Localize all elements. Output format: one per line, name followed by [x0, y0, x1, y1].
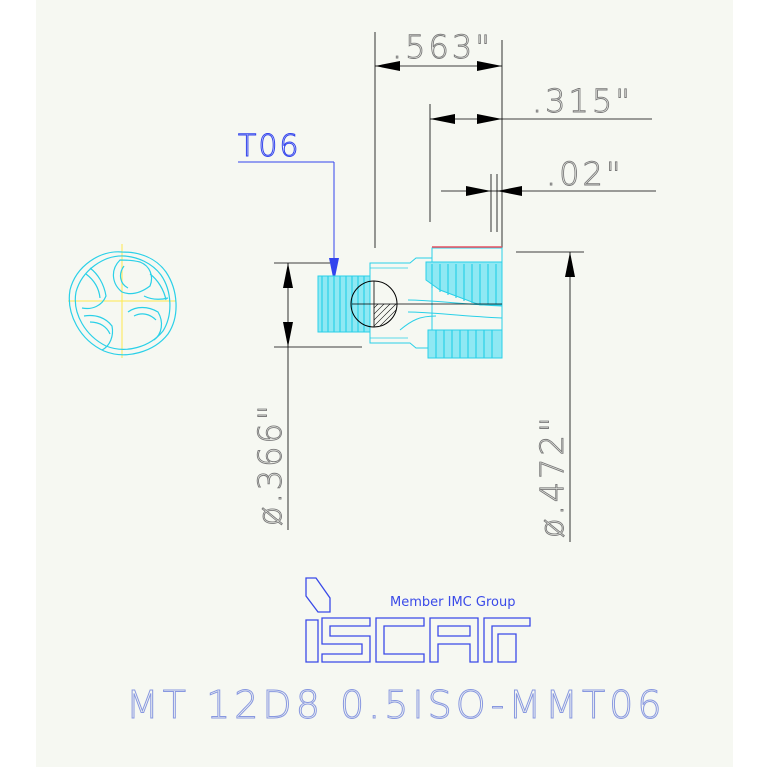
logo-letter-i-top: [305, 577, 331, 613]
logo-letter-a: [429, 617, 479, 663]
tool-end-view: [68, 244, 177, 358]
logo-letter-s: [321, 617, 371, 663]
tool-side-view: [317, 246, 503, 359]
dimension-label-overall: .563": [392, 28, 493, 66]
iscar-logo: Member IMC Group: [305, 577, 531, 663]
thread-callout: T06: [238, 129, 339, 282]
logo-tagline: Member IMC Group: [390, 595, 515, 610]
dimension-overall-length: .563": [374, 28, 503, 248]
logo-letter-r: [483, 617, 531, 663]
logo-letter-c: [375, 617, 425, 663]
dimension-land-width: .02": [441, 155, 656, 232]
dimension-label-shank: ø.366": [251, 402, 289, 526]
dimension-label-land: .02": [546, 155, 624, 193]
dimension-label-head: ø.472": [533, 414, 571, 538]
logo-letter-r-foot: [497, 633, 517, 663]
thread-label: T06: [238, 129, 301, 164]
dimension-flute-length: .315": [429, 82, 652, 222]
dimension-shank-diameter: ø.366": [251, 262, 362, 530]
logo-letter-i: [305, 619, 319, 663]
dimension-label-flute: .315": [532, 82, 633, 120]
part-number: MT 12D8 0.5ISO-MMT06: [126, 683, 666, 727]
dimension-head-diameter: ø.472": [516, 251, 584, 542]
